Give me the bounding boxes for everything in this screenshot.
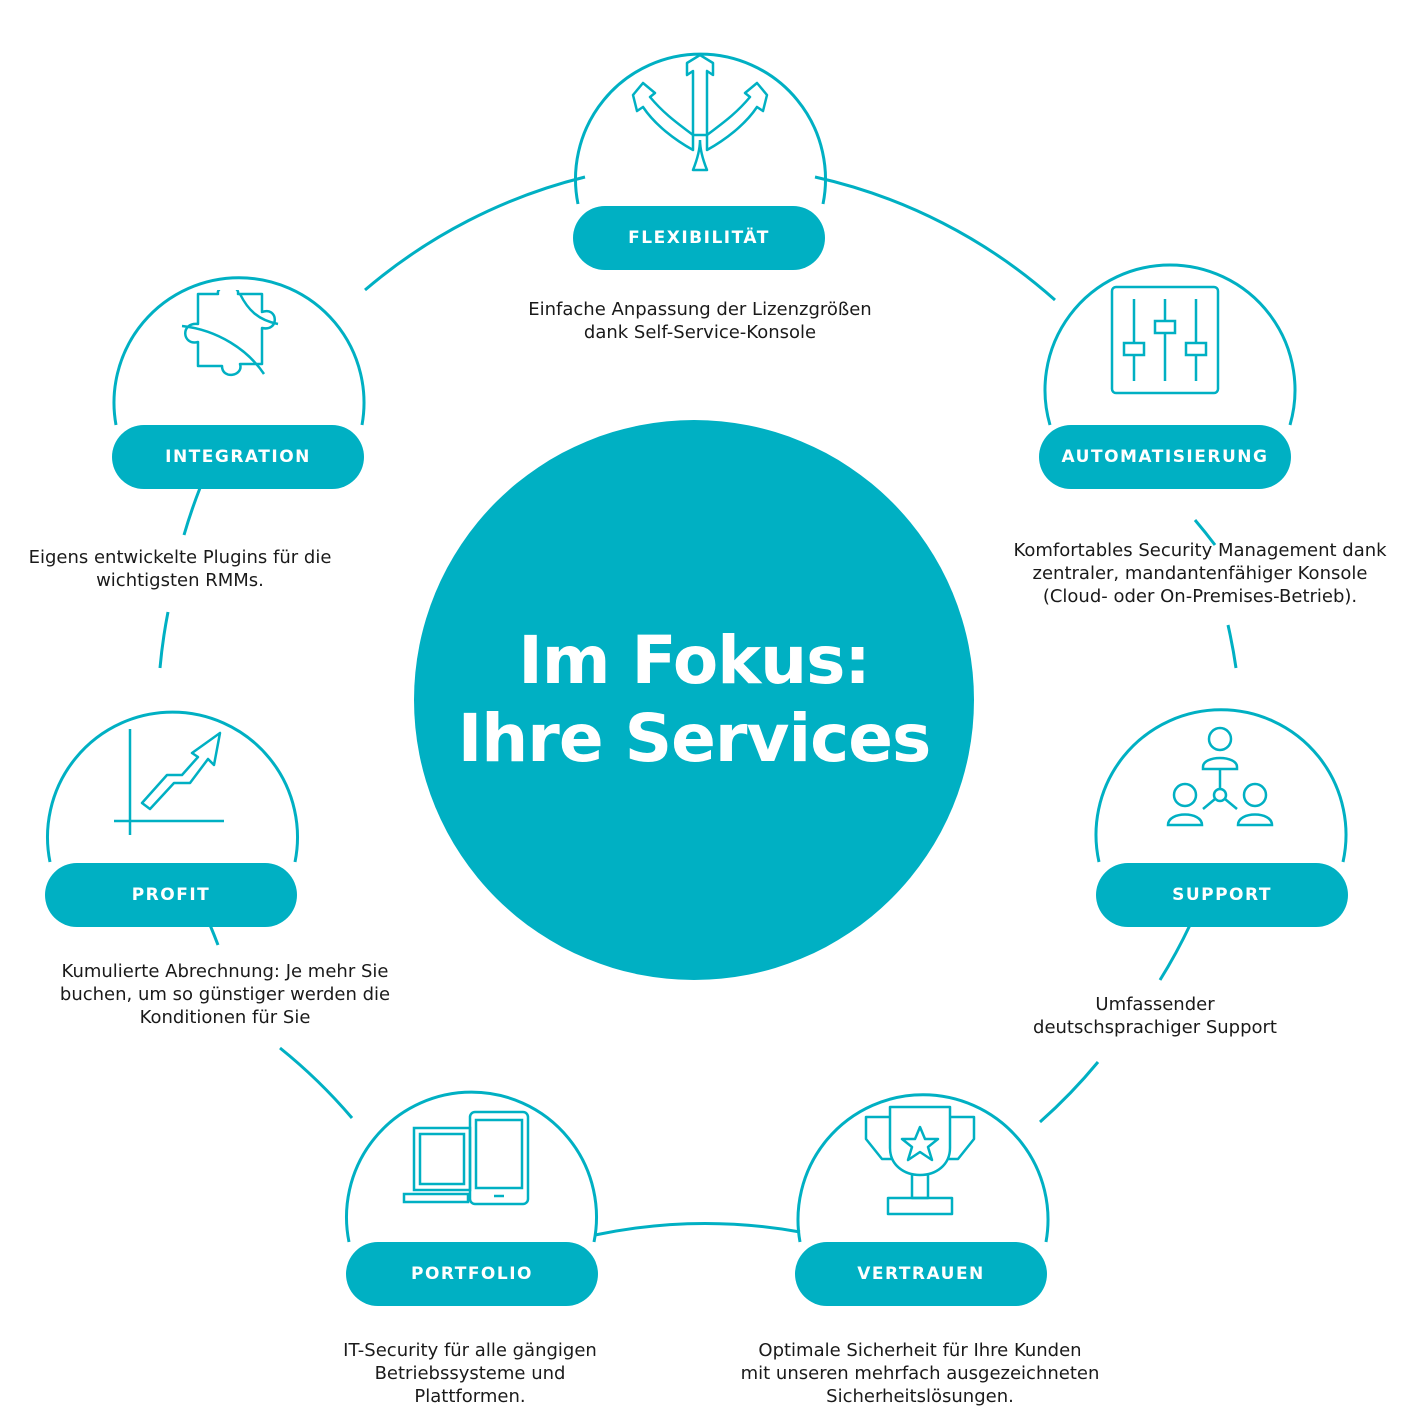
bubble-outline-portfolio — [345, 1090, 598, 1243]
people-network-icon — [1163, 725, 1278, 830]
ring-segment — [364, 175, 586, 292]
pill-integration[interactable]: INTEGRATION — [112, 425, 364, 489]
description-profit: Kumulierte Abrechnung: Je mehr Sie buche… — [59, 961, 391, 1028]
branching-arrows-icon — [625, 53, 775, 185]
pill-profit[interactable]: PROFIT — [45, 863, 297, 927]
ring-segment — [182, 487, 202, 536]
ring-segment — [208, 924, 220, 946]
ring-segment — [1226, 624, 1238, 669]
pill-automatisierung[interactable]: AUTOMATISIERUNG — [1039, 425, 1291, 489]
ring-segment — [1193, 519, 1217, 546]
pill-label-integration: INTEGRATION — [165, 447, 311, 467]
laptop-tablet-icon — [402, 1110, 532, 1210]
description-support: Umfassender deutschsprachiger Support — [1033, 994, 1277, 1038]
pill-label-flexibilitaet: FLEXIBILITÄT — [628, 228, 770, 248]
ring-segment — [814, 175, 1056, 302]
ring-segment — [1158, 924, 1192, 981]
ring-segment — [1039, 1061, 1100, 1124]
growth-chart-icon — [112, 727, 227, 837]
pill-support[interactable]: SUPPORT — [1096, 863, 1348, 927]
trophy-icon — [862, 1103, 977, 1218]
center-title-line-2: Ihre Services — [457, 700, 931, 777]
pill-portfolio[interactable]: PORTFOLIO — [346, 1242, 598, 1306]
center-circle: Im Fokus: Ihre Services — [414, 420, 974, 980]
ring-segment — [158, 611, 170, 669]
bubble-outline-support — [1094, 708, 1348, 863]
pill-label-portfolio: PORTFOLIO — [410, 1264, 533, 1284]
sliders-icon — [1110, 285, 1220, 395]
bubble-outline-vertrauen — [796, 1093, 1050, 1243]
pill-label-profit: PROFIT — [131, 885, 211, 905]
pill-label-support: SUPPORT — [1172, 885, 1272, 905]
bubble-outline-automatisierung — [1043, 263, 1297, 426]
center-title-line-1: Im Fokus: — [518, 622, 871, 699]
description-portfolio: IT-Security für alle gängigen Betriebssy… — [343, 1340, 597, 1407]
pill-flexibilitaet[interactable]: FLEXIBILITÄT — [573, 206, 825, 270]
description-vertrauen: Optimale Sicherheit für Ihre Kunden mit … — [740, 1340, 1100, 1407]
description-integration: Eigens entwickelte Plugins für die wicht… — [28, 547, 332, 591]
pill-vertrauen[interactable]: VERTRAUEN — [795, 1242, 1047, 1306]
pill-label-vertrauen: VERTRAUEN — [857, 1264, 985, 1284]
bubble-outline-profit — [46, 710, 299, 863]
pill-label-automatisierung: AUTOMATISIERUNG — [1061, 447, 1269, 467]
description-flexibilitaet: Einfache Anpassung der Lizenzgrößen dank… — [528, 299, 872, 343]
ring-segment — [594, 1222, 801, 1237]
bubble-outline-integration — [112, 276, 366, 426]
puzzle-piece-icon — [178, 285, 298, 405]
ring-segment — [279, 1046, 354, 1119]
description-automatisierung: Komfortables Security Management dank ze… — [1013, 540, 1387, 607]
